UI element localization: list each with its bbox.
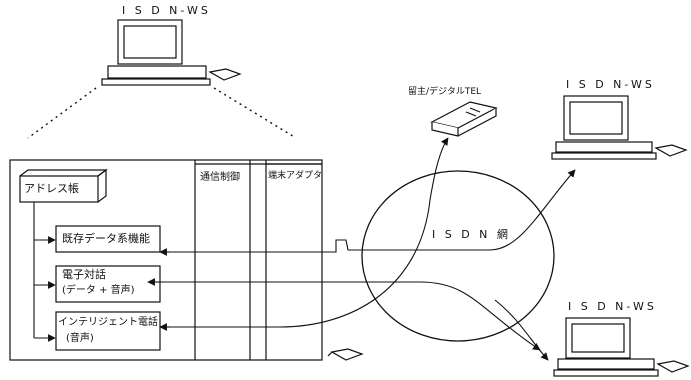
intel-phone-label-2: (音声) bbox=[66, 332, 94, 345]
ws-top-label: I S D N-WS bbox=[122, 4, 211, 17]
elec-dialog-label-1: 電子対話 bbox=[62, 268, 106, 281]
ws-right-bottom-label: I S D N-WS bbox=[568, 300, 657, 313]
phone-label: 留主/デジタルTEL bbox=[408, 86, 481, 99]
adapter-phone bbox=[328, 349, 362, 360]
isdn-network bbox=[362, 171, 554, 341]
expansion-dotted-lines bbox=[28, 88, 296, 138]
intel-phone-label-1: インテリジェント電話 bbox=[58, 316, 158, 329]
workstation-right-top bbox=[552, 96, 686, 159]
digital-phone bbox=[432, 102, 496, 136]
workstation-right-bottom bbox=[554, 318, 688, 376]
comm-control-label: 通信制御 bbox=[200, 168, 240, 183]
network-label: I S D N 網 bbox=[432, 228, 511, 241]
existing-data-label: 既存データ系機能 bbox=[62, 232, 150, 245]
workstation-top bbox=[102, 20, 240, 85]
ws-right-top-label: I S D N-WS bbox=[566, 78, 655, 91]
address-connectors bbox=[34, 202, 55, 338]
elec-dialog-label-2: (データ + 音声) bbox=[62, 284, 135, 297]
address-book-label: アドレス帳 bbox=[24, 182, 79, 195]
terminal-adapter-label: 端末アダプタ bbox=[268, 168, 322, 181]
